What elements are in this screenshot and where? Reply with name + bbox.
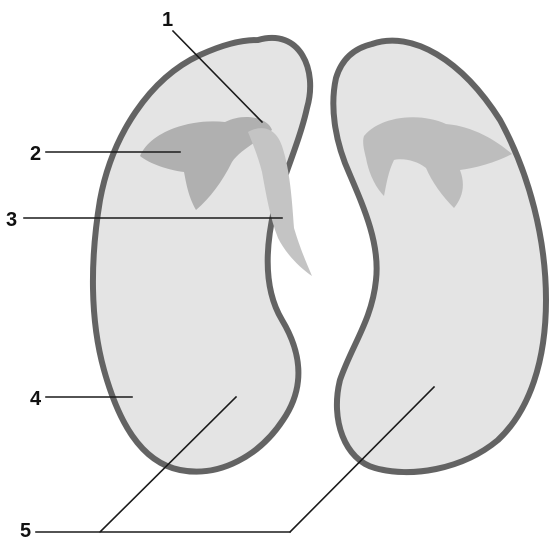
right-cotyledon: [333, 41, 546, 472]
label-2: 2: [30, 143, 41, 165]
label-1: 1: [162, 9, 173, 31]
label-3: 3: [6, 209, 17, 231]
left-cotyledon: [93, 38, 310, 472]
label-4: 4: [30, 388, 42, 410]
label-5: 5: [20, 520, 31, 538]
